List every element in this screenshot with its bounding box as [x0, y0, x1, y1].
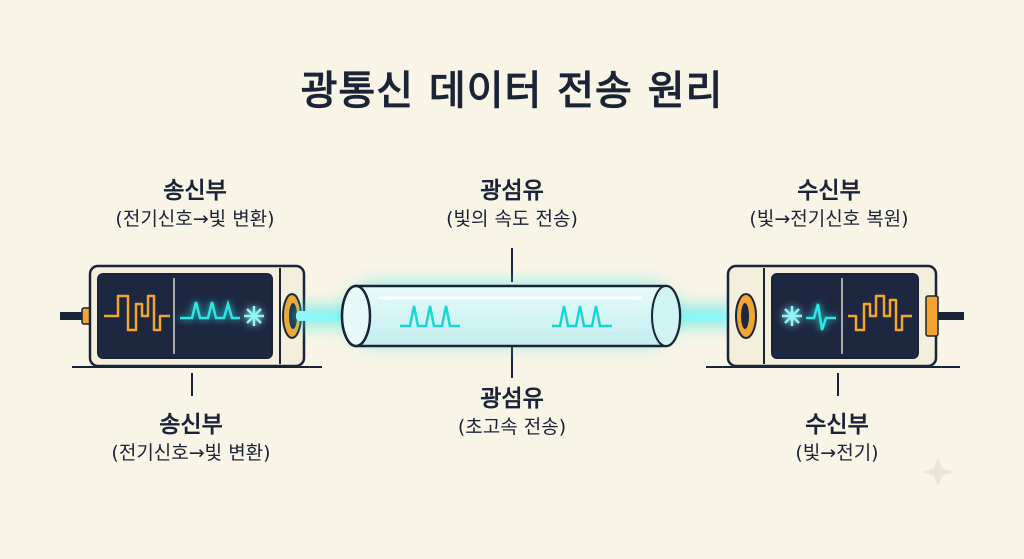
- receiver-output-plug: [925, 295, 939, 337]
- receiver-bottom-label: 수신부 (빛→전기): [722, 410, 952, 466]
- fiber-end-right: [651, 285, 681, 347]
- laser-burst-icon: [244, 306, 264, 326]
- transmitter-device: [60, 264, 306, 368]
- fiber-pulse-right-icon: [552, 305, 612, 328]
- receiver-bottom-heading: 수신부: [805, 412, 869, 438]
- page-title: 광통신 데이터 전송 원리: [300, 68, 724, 114]
- restored-electric-wave-icon: [848, 294, 912, 332]
- transmitter-bottom-heading: 송신부: [159, 412, 223, 438]
- receiver-top-heading: 수신부: [797, 178, 861, 204]
- received-light-pulse-icon: [806, 303, 836, 331]
- electric-wave-icon: [104, 294, 170, 332]
- fiber-bottom-heading: 광섬유: [480, 386, 544, 412]
- transmitter-screen: [97, 273, 273, 359]
- receiver-beam: [664, 311, 744, 321]
- transmitter-bottom-label: 송신부 (전기신호→빛 변환): [76, 410, 306, 466]
- optical-fiber: [340, 282, 682, 348]
- transmitter-top-label: 송신부 (전기신호→빛 변환): [80, 176, 310, 232]
- transmitter-top-heading: 송신부: [163, 178, 227, 204]
- fiber-top-sub: (빛의 속도 전송): [446, 208, 578, 230]
- fiber-end-left: [340, 284, 372, 348]
- receiver-top-label: 수신부 (빛→전기신호 복원): [714, 176, 944, 232]
- receiver-device: [726, 264, 964, 368]
- fiber-bottom-label: 광섬유 (초고속 전송): [410, 384, 614, 440]
- sparkle-icon: [924, 458, 952, 486]
- fiber-top-label: 광섬유 (빛의 속도 전송): [410, 176, 614, 232]
- fiber-tube: [340, 284, 682, 348]
- light-pulse-icon: [180, 299, 240, 320]
- transmitter-bottom-sub: (전기신호→빛 변환): [111, 442, 271, 464]
- receiver-top-sub: (빛→전기신호 복원): [749, 208, 909, 230]
- receiver-lens-core: [741, 303, 749, 329]
- receiver-output-cable: [938, 312, 964, 320]
- fiber-top-heading: 광섬유: [480, 178, 544, 204]
- receiver-bottom-sub: (빛→전기): [795, 442, 879, 464]
- transmitter-input-cable: [60, 312, 84, 320]
- fiber-pulse-left-icon: [400, 305, 460, 328]
- fiber-bottom-sub: (초고속 전송): [457, 416, 567, 438]
- transmitter-top-sub: (전기신호→빛 변환): [115, 208, 275, 230]
- photodetector-burst-icon: [782, 306, 802, 326]
